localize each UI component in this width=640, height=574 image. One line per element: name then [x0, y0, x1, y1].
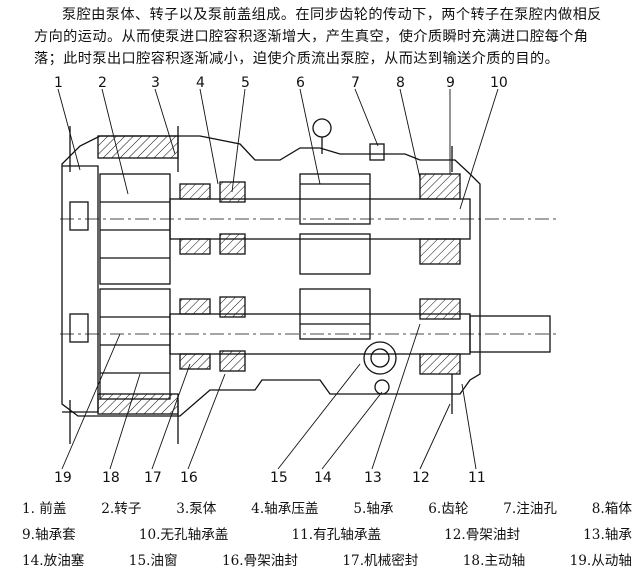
legend-item: 18.主动轴 [462, 553, 526, 569]
legend-item: 15.油窗 [128, 553, 178, 569]
legend-item: 8.箱体 [591, 501, 632, 517]
callout-12: 12 [412, 470, 430, 486]
callout-17: 17 [144, 470, 162, 486]
callout-11: 11 [468, 470, 486, 486]
callout-15: 15 [270, 470, 288, 486]
legend-item: 19.从动轴 [569, 553, 632, 569]
legend-item: 17.机械密封 [342, 553, 419, 569]
legend-item: 5.轴承 [353, 501, 394, 517]
legend-row-3: 14.放油塞 15.油窗 16.骨架油封 17.机械密封 18.主动轴 19.从… [22, 548, 632, 574]
callout-13: 13 [364, 470, 382, 486]
legend-item: 3.泵体 [176, 501, 217, 517]
callout-14: 14 [314, 470, 332, 486]
legend-item: 16.骨架油封 [222, 553, 298, 569]
legend-item: 10.无孔轴承盖 [138, 527, 229, 543]
callout-9: 9 [446, 75, 455, 91]
callout-4: 4 [196, 75, 205, 91]
legend-item: 11.有孔轴承盖 [291, 527, 382, 543]
legend-item: 14.放油塞 [22, 553, 85, 569]
callout-19: 19 [54, 470, 72, 486]
callout-8: 8 [396, 75, 405, 91]
callout-1: 1 [54, 75, 63, 91]
legend-item: 9.轴承套 [22, 527, 76, 543]
description-paragraph: 泵腔由泵体、转子以及泵前盖组成。在同步齿轮的传动下，两个转子在泵腔内做相反方向的… [34, 4, 614, 70]
legend-item: 13.轴承 [583, 527, 632, 543]
legend-item: 7.注油孔 [503, 501, 557, 517]
legend-row-1: 1. 前盖 2.转子 3.泵体 4.轴承压盖 5.轴承 6.齿轮 7.注油孔 8… [22, 496, 632, 522]
callout-10: 10 [490, 75, 508, 91]
legend-item: 4.轴承压盖 [251, 501, 319, 517]
paragraph-text: 泵腔由泵体、转子以及泵前盖组成。在同步齿轮的传动下，两个转子在泵腔内做相反方向的… [34, 7, 602, 67]
legend-row-2: 9.轴承套 10.无孔轴承盖 11.有孔轴承盖 12.骨架油封 13.轴承 [22, 522, 632, 548]
legend-item: 2.转子 [101, 501, 142, 517]
callout-6: 6 [296, 75, 305, 91]
pump-cross-section-drawing: 1 2 3 4 5 6 7 8 9 10 19 18 17 16 15 14 1… [54, 75, 560, 486]
legend-item: 1. 前盖 [22, 501, 67, 517]
legend-item: 6.齿轮 [428, 501, 469, 517]
callout-7: 7 [351, 75, 360, 91]
legend-item: 12.骨架油封 [444, 527, 521, 543]
callout-3: 3 [151, 75, 160, 91]
callout-16: 16 [180, 470, 198, 486]
callout-18: 18 [102, 470, 120, 486]
callout-5: 5 [241, 75, 250, 91]
parts-legend: 1. 前盖 2.转子 3.泵体 4.轴承压盖 5.轴承 6.齿轮 7.注油孔 8… [22, 496, 632, 574]
callout-2: 2 [98, 75, 107, 91]
